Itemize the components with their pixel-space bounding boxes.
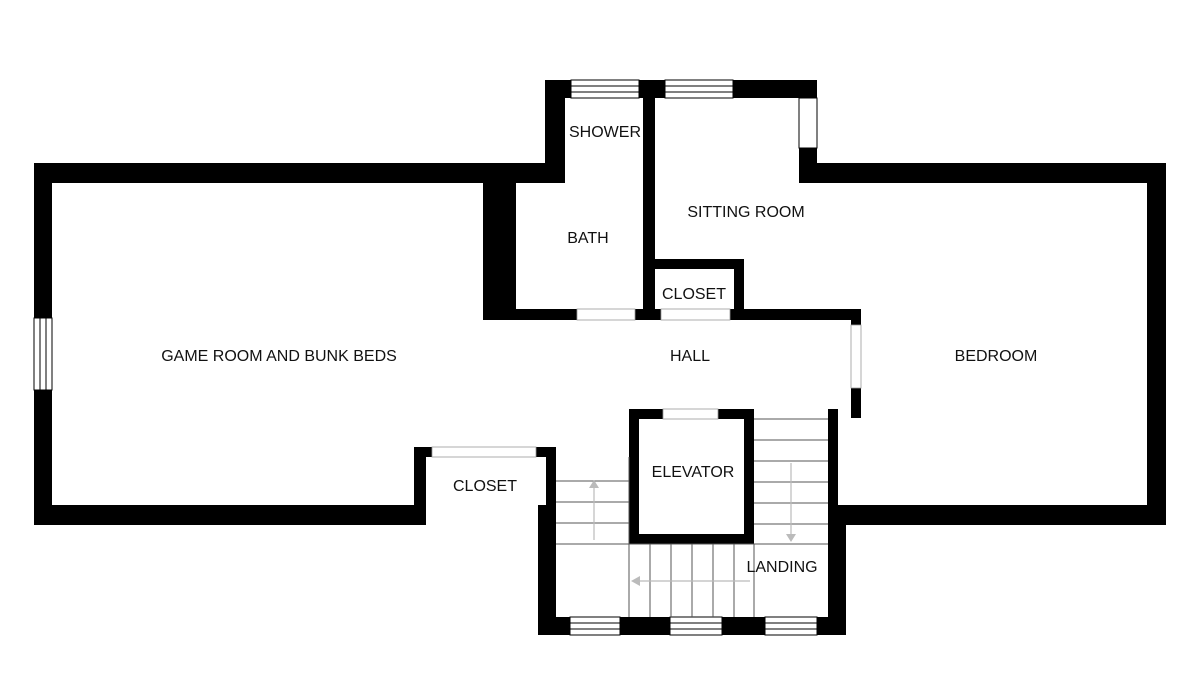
closet-door-opening xyxy=(660,308,731,321)
room-labels: GAME ROOM AND BUNK BEDS SHOWER BATH SITT… xyxy=(161,124,1037,576)
elevator-top-left xyxy=(629,409,663,419)
windows xyxy=(33,79,862,636)
window-stair-2 xyxy=(669,616,723,636)
stair-left-wall xyxy=(538,505,556,635)
label-hall: HALL xyxy=(670,348,710,365)
window-west xyxy=(33,317,53,391)
stair-right-wall xyxy=(828,505,846,635)
label-game-room: GAME ROOM AND BUNK BEDS xyxy=(161,348,397,365)
game-room-right-wall xyxy=(483,163,516,320)
label-closet-lower: CLOSET xyxy=(453,478,517,495)
closet-bottom-wall xyxy=(655,309,861,320)
bedroom-bottom-wall xyxy=(830,505,1166,525)
window-stair-1 xyxy=(569,616,621,636)
bath-door-opening xyxy=(576,308,636,321)
staircase xyxy=(556,418,828,617)
bath-bottom-wall xyxy=(483,309,643,320)
lower-closet-door-opening xyxy=(431,446,537,458)
closet-right-wall xyxy=(734,259,744,320)
label-elevator: ELEVATOR xyxy=(652,464,735,481)
elevator-left-wall xyxy=(629,409,639,544)
stair-flight-right xyxy=(754,418,828,545)
label-sitting-room: SITTING ROOM xyxy=(687,204,804,221)
bedroom-left-wall-upper xyxy=(851,309,861,325)
bedroom-top-wall xyxy=(799,163,1166,183)
lower-closet-left-wall xyxy=(414,447,426,525)
window-stair-3 xyxy=(764,616,818,636)
window-sitting-top xyxy=(664,79,734,99)
bedroom-left-wall-stair xyxy=(828,409,838,525)
game-room-top-wall xyxy=(34,163,564,183)
bedroom-left-wall-lower xyxy=(851,388,861,418)
elevator-bottom-wall xyxy=(629,534,754,544)
label-bath: BATH xyxy=(567,230,608,247)
label-shower: SHOWER xyxy=(569,124,641,141)
stair-flight-left xyxy=(556,457,630,545)
bedroom-right-wall xyxy=(1147,163,1166,525)
elevator-right-wall xyxy=(744,409,754,544)
label-bedroom: BEDROOM xyxy=(955,348,1038,365)
stair-flight-bottom xyxy=(628,543,755,617)
elevator-door-opening xyxy=(662,408,719,420)
bedroom-door-opening xyxy=(850,324,862,389)
bath-sitting-divider-wall xyxy=(643,80,655,320)
shower-left-wall xyxy=(545,80,565,183)
game-room-bottom-wall xyxy=(34,505,420,525)
window-sitting-side xyxy=(798,97,818,149)
lower-closet-right-wall xyxy=(546,447,556,525)
lower-closet-top-left xyxy=(414,447,432,457)
label-landing: LANDING xyxy=(746,559,817,576)
closet-top-wall xyxy=(655,259,744,269)
window-shower xyxy=(570,79,640,99)
label-closet-upper: CLOSET xyxy=(662,286,726,303)
elevator-top-right xyxy=(718,409,754,419)
